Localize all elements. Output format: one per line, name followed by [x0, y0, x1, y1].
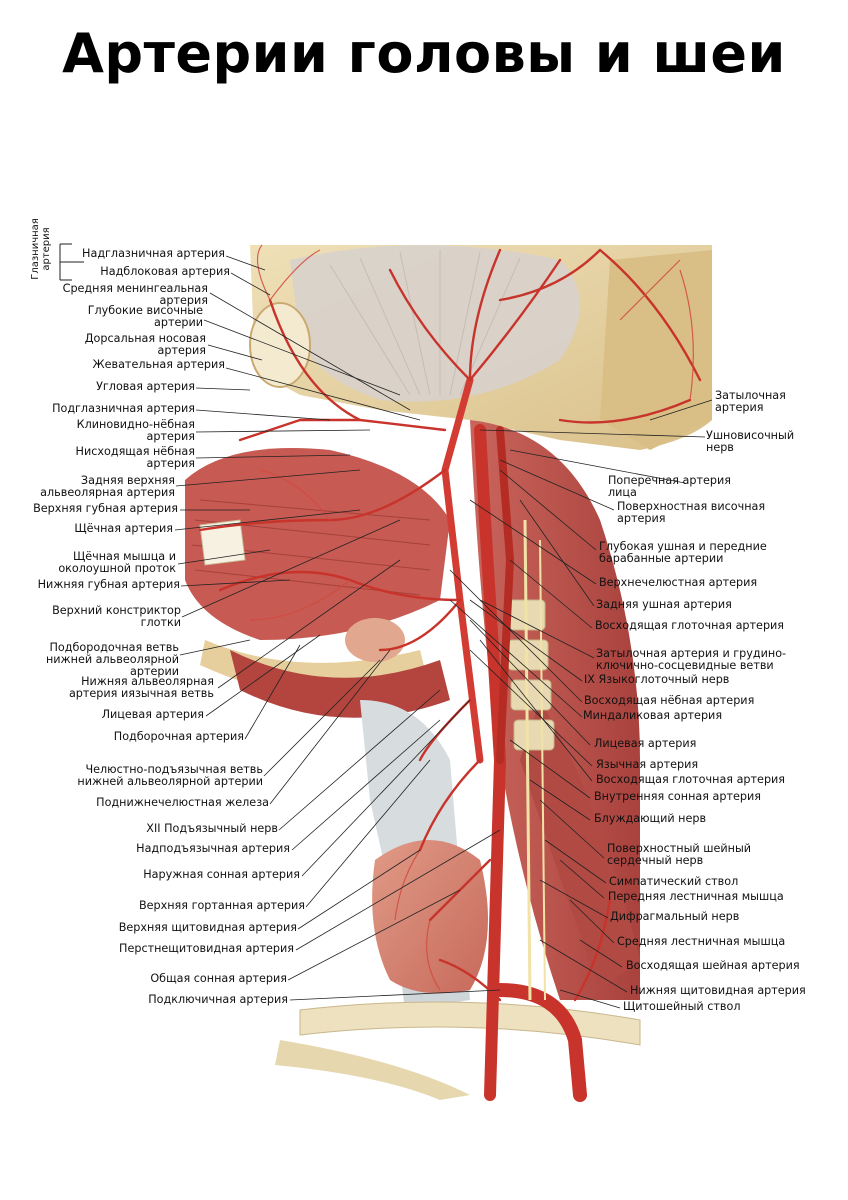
thyroid-gland: [372, 840, 488, 994]
left-label: Надподъязычная артерия: [136, 842, 290, 855]
left-label: Общая сонная артерия: [150, 972, 287, 985]
right-label: Внутренняя сонная артерия: [594, 790, 761, 803]
right-label: Средняя лестничная мышца: [617, 935, 786, 948]
right-label: Язычная артерия: [596, 758, 699, 771]
right-label: Восходящая глоточная артерия: [596, 773, 786, 786]
right-label: Лицевая артерия: [594, 737, 697, 750]
left-label: Наружная сонная артерия: [143, 868, 300, 881]
external-carotid-artery: [441, 376, 484, 764]
left-label: Перстнещитовидная артерия: [119, 942, 294, 955]
left-label: Верхняя губная артерия: [33, 502, 178, 515]
common-carotid-artery: [474, 424, 507, 1101]
orbit: [249, 302, 311, 388]
left-label: Поднижнечелюстная железа: [96, 796, 269, 809]
tongue-muscles: [230, 650, 450, 718]
vagus-nerve: [523, 519, 532, 1001]
right-label: IX Языкоглоточный нерв: [584, 673, 730, 686]
teeth: [199, 519, 246, 566]
left-label: Верхняя гортанная артерия: [138, 899, 305, 912]
rib: [275, 1040, 470, 1100]
left-label: Подключичная артерия: [148, 993, 288, 1006]
left-label: Подглазничная артерия: [52, 402, 195, 415]
right-label: Восходящая глоточная артерия: [595, 619, 785, 632]
left-label: Щёчная артерия: [74, 522, 173, 535]
right-label: Восходящая шейная артерия: [626, 959, 800, 972]
left-label: XII Подъязычный нерв: [146, 822, 278, 835]
left-label: Надблоковая артерия: [100, 265, 230, 278]
left-label: Надглазничная артерия: [82, 247, 225, 260]
group-bracket: [59, 243, 84, 281]
right-label: Восходящая нёбная артерия: [584, 694, 755, 707]
right-label: Щитошейный ствол: [623, 1000, 741, 1013]
right-label: Передняя лестничная мышца: [608, 890, 784, 903]
right-label: Симпатический ствол: [609, 875, 739, 888]
right-label: Затылочная артерия и грудино-ключично-со…: [596, 647, 787, 672]
left-label: Лицевая артерия: [101, 708, 204, 721]
right-label: Верхнечелюстная артерия: [599, 576, 758, 589]
page-title: Артерии головы и шеи: [62, 22, 786, 85]
right-label: Блуждающий нерв: [594, 812, 707, 825]
left-label: Подборочная артерия: [113, 730, 244, 743]
right-label: Нижняя щитовидная артерия: [630, 984, 806, 997]
left-label: Нижняя губная артерия: [37, 578, 180, 591]
sympathetic-trunk: [539, 539, 546, 1001]
clavicle: [299, 1001, 641, 1046]
left-label: Жевательная артерия: [92, 358, 225, 371]
right-label: Задняя ушная артерия: [596, 598, 732, 611]
right-label: Дифрагмальный нерв: [610, 910, 740, 923]
right-leader-lines: [449, 399, 713, 1009]
subclavian-artery: [493, 983, 587, 1102]
left-leader-lines: [174, 255, 501, 1001]
left-label: Угловая артерия: [96, 380, 195, 393]
temporal-muscle: [290, 245, 580, 402]
scalene-muscles: [520, 700, 640, 990]
right-label: Миндаликовая артерия: [583, 709, 723, 722]
left-label: Верхняя щитовидная артерия: [118, 921, 297, 934]
occipital-bone: [600, 250, 712, 450]
group-label: Глазничная артерия: [30, 218, 52, 280]
submandibular-gland: [345, 618, 405, 662]
